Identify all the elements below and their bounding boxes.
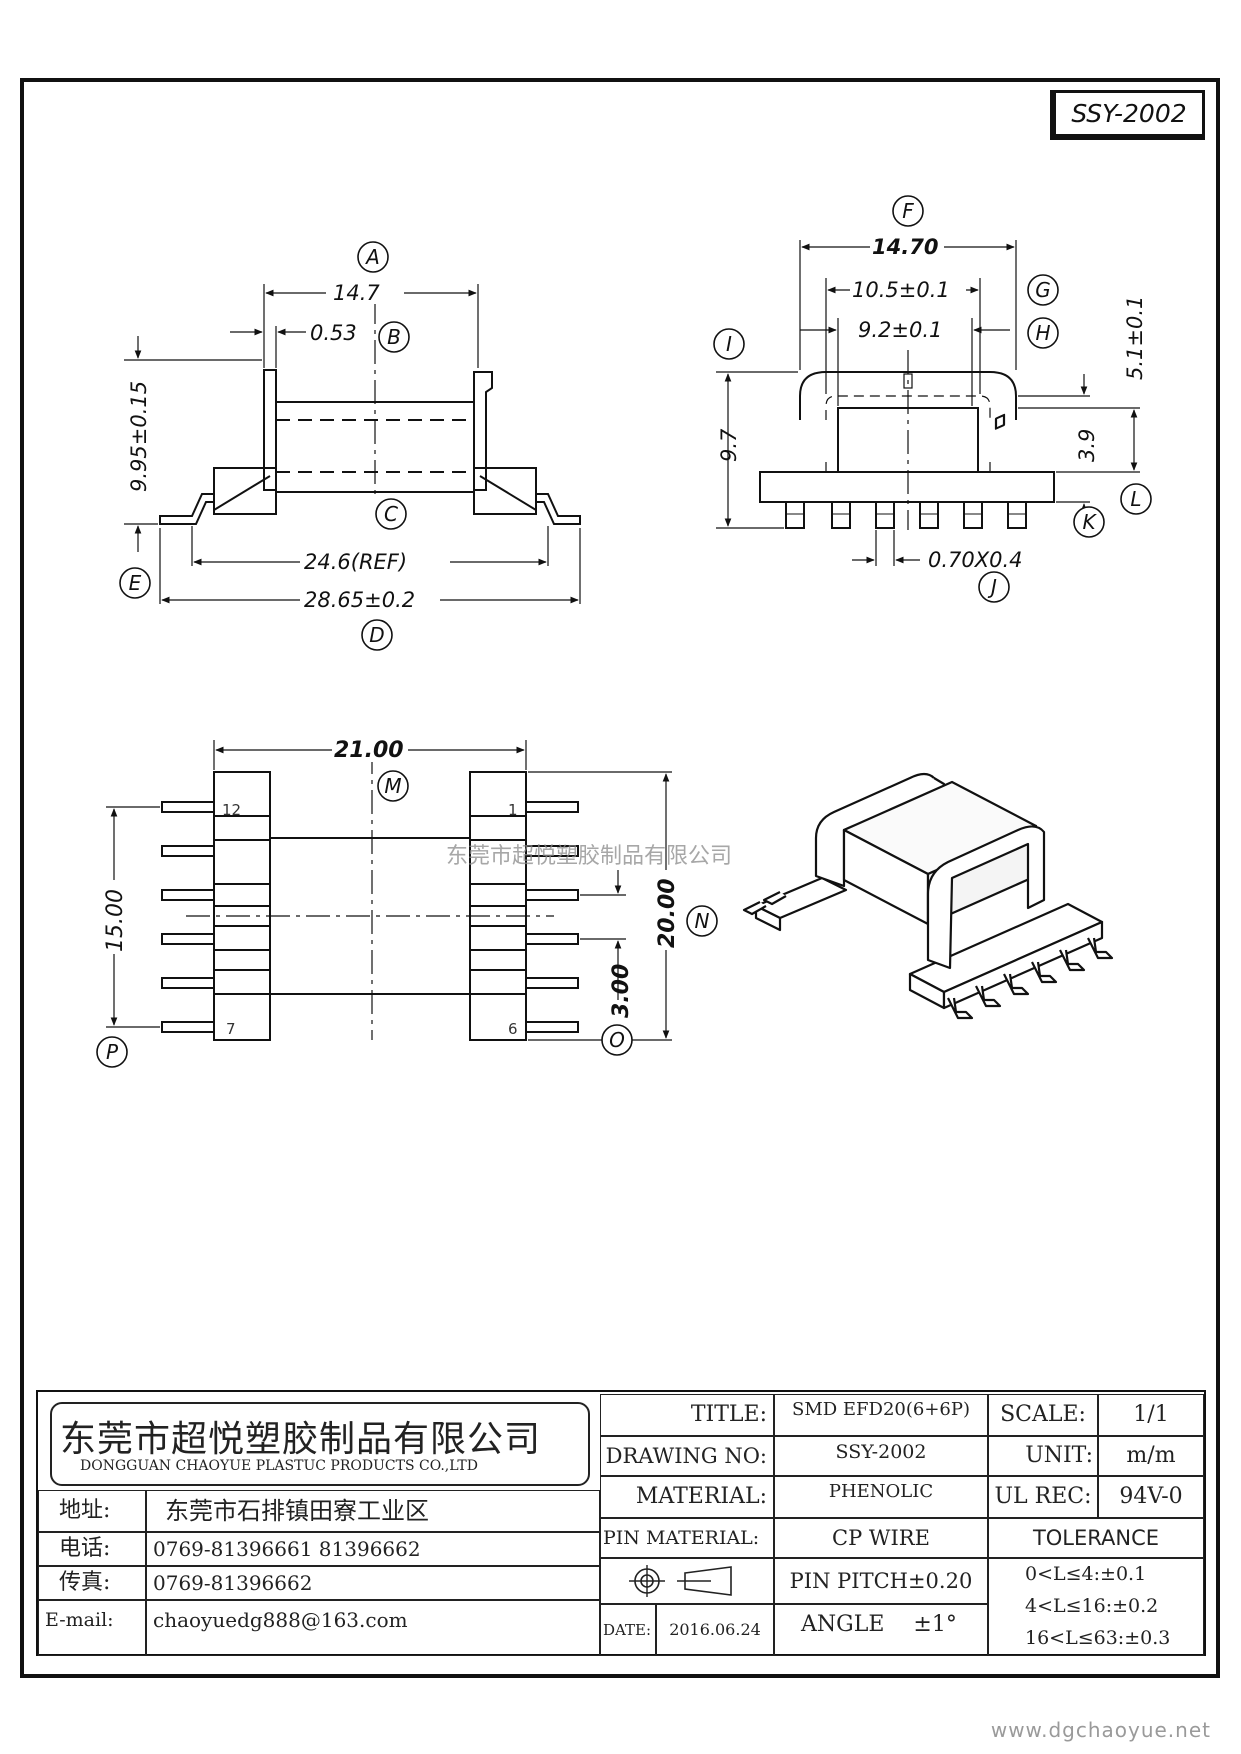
title-block: 东莞市超悦塑胶制品有限公司 DONGGUAN CHAOYUE PLASTUC P… xyxy=(36,1390,1206,1656)
material-label: MATERIAL: xyxy=(600,1476,774,1518)
fax-label: 传真: xyxy=(38,1566,146,1600)
label-p: P xyxy=(106,1040,119,1064)
tolerance-row-2: 4<L≤16:±0.2 xyxy=(1025,1595,1159,1617)
label-i: I xyxy=(726,332,732,356)
ul-value: 94V-0 xyxy=(1098,1476,1204,1518)
label-a: A xyxy=(364,245,380,269)
angle-cell: ANGLE ±1° xyxy=(774,1604,988,1656)
address-value: 东莞市石排镇田寮工业区 xyxy=(146,1490,600,1532)
label-f: F xyxy=(902,199,914,223)
label-j: J xyxy=(987,575,997,599)
label-k: K xyxy=(1082,510,1097,534)
ul-label: UL REC: xyxy=(988,1476,1098,1518)
drawing-frame xyxy=(20,78,1220,1678)
dim-b-value: 0.53 xyxy=(310,321,357,345)
label-h: H xyxy=(1035,321,1050,345)
pin-label-1: 1 xyxy=(508,801,518,819)
drawing-no-value: SSY-2002 xyxy=(774,1436,988,1476)
email-label: E-mail: xyxy=(38,1600,146,1656)
label-m: M xyxy=(384,774,401,798)
left-base-block xyxy=(213,467,277,515)
tolerance-table: 0<L≤4:±0.1 4<L≤16:±0.2 16<L≤63:±0.3 xyxy=(988,1558,1204,1656)
top-view xyxy=(106,740,672,1041)
unit-value: m/m xyxy=(1098,1436,1204,1476)
scale-label: SCALE: xyxy=(988,1394,1098,1436)
right-base-block xyxy=(473,467,537,515)
dim-e-value: 9.95±0.15 xyxy=(127,381,151,492)
angle-label: ANGLE xyxy=(801,1612,885,1637)
dim-m-value: 21.00 xyxy=(334,738,404,763)
dim-l-value: 5.1±0.1 xyxy=(1123,296,1147,380)
pin-label-6: 6 xyxy=(508,1020,518,1038)
iso-front-pins xyxy=(947,937,1114,1020)
dim-i-value: 9.7 xyxy=(717,428,741,462)
iso-front-flange xyxy=(926,825,1046,970)
address-label: 地址: xyxy=(38,1490,146,1532)
right-pins xyxy=(525,801,579,1033)
material-value: PHENOLIC xyxy=(774,1476,988,1518)
pin-material-label: PIN MATERIAL: xyxy=(600,1518,774,1558)
tolerance-row-3: 16<L≤63:±0.3 xyxy=(1025,1627,1171,1649)
phone-label: 电话: xyxy=(38,1532,146,1566)
watermark: 东莞市超悦塑胶制品有限公司 xyxy=(446,844,733,869)
email-value: chaoyuedg888@163.com xyxy=(146,1600,600,1656)
drawing-code-box: SSY-2002 xyxy=(1050,90,1205,140)
pin-pitch: PIN PITCH±0.20 xyxy=(774,1558,988,1604)
dim-o-value: 3.00 xyxy=(609,964,634,1018)
right-flange xyxy=(473,371,493,491)
company-panel: 东莞市超悦塑胶制品有限公司 DONGGUAN CHAOYUE PLASTUC P… xyxy=(40,1394,598,1490)
label-g: G xyxy=(1035,278,1051,302)
left-pins xyxy=(161,801,215,1033)
dim-k-value: 3.9 xyxy=(1075,429,1099,462)
dim-ref-value: 24.6(REF) xyxy=(304,550,407,574)
dim-n-value: 20.00 xyxy=(655,878,680,948)
tolerance-label: TOLERANCE xyxy=(988,1518,1204,1558)
label-d: D xyxy=(369,623,384,647)
dim-f-value: 14.70 xyxy=(872,235,938,259)
date-value: 2016.06.24 xyxy=(656,1604,774,1656)
title-value: SMD EFD20(6+6P) xyxy=(774,1394,988,1436)
title-label: TITLE: xyxy=(600,1394,774,1436)
projection-symbol-cell xyxy=(600,1558,774,1604)
pin-label-12: 12 xyxy=(222,801,241,819)
label-n: N xyxy=(695,909,710,933)
dim-g-value: 10.5±0.1 xyxy=(852,278,950,302)
pin-label-7: 7 xyxy=(226,1020,236,1038)
dim-a-value: 14.7 xyxy=(333,281,380,305)
tolerance-row-1: 0<L≤4:±0.1 xyxy=(1025,1563,1147,1585)
drawing-no-label: DRAWING NO: xyxy=(600,1436,774,1476)
pin-material-value: CP WIRE xyxy=(774,1518,988,1558)
label-c: C xyxy=(384,502,398,526)
unit-label: UNIT: xyxy=(988,1436,1098,1476)
front-base xyxy=(759,471,1055,503)
dim-p-value: 15.00 xyxy=(103,889,128,952)
company-name-en: DONGGUAN CHAOYUE PLASTUC PRODUCTS CO.,LT… xyxy=(80,1458,478,1474)
fax-value: 0769-81396662 xyxy=(146,1566,600,1600)
dim-d-value: 28.65±0.2 xyxy=(304,588,415,612)
date-label: DATE: xyxy=(600,1604,656,1656)
company-name-cn: 东莞市超悦塑胶制品有限公司 xyxy=(60,1419,542,1460)
website-url: www.dgchaoyue.net xyxy=(990,1718,1211,1742)
dim-h-value: 9.2±0.1 xyxy=(858,318,942,342)
label-l: L xyxy=(1130,487,1141,511)
scale-value: 1/1 xyxy=(1098,1394,1204,1436)
label-o: O xyxy=(609,1028,625,1052)
front-pins xyxy=(785,501,1027,529)
phone-value: 0769-81396661 81396662 xyxy=(146,1532,600,1566)
left-flange xyxy=(263,369,277,491)
projection-symbol-icon xyxy=(629,1565,732,1597)
angle-value: ±1° xyxy=(913,1612,957,1637)
isometric-view xyxy=(742,413,1114,1020)
label-b: B xyxy=(387,325,401,349)
dim-j-value: 0.70X0.4 xyxy=(928,548,1023,572)
label-e: E xyxy=(129,571,142,595)
